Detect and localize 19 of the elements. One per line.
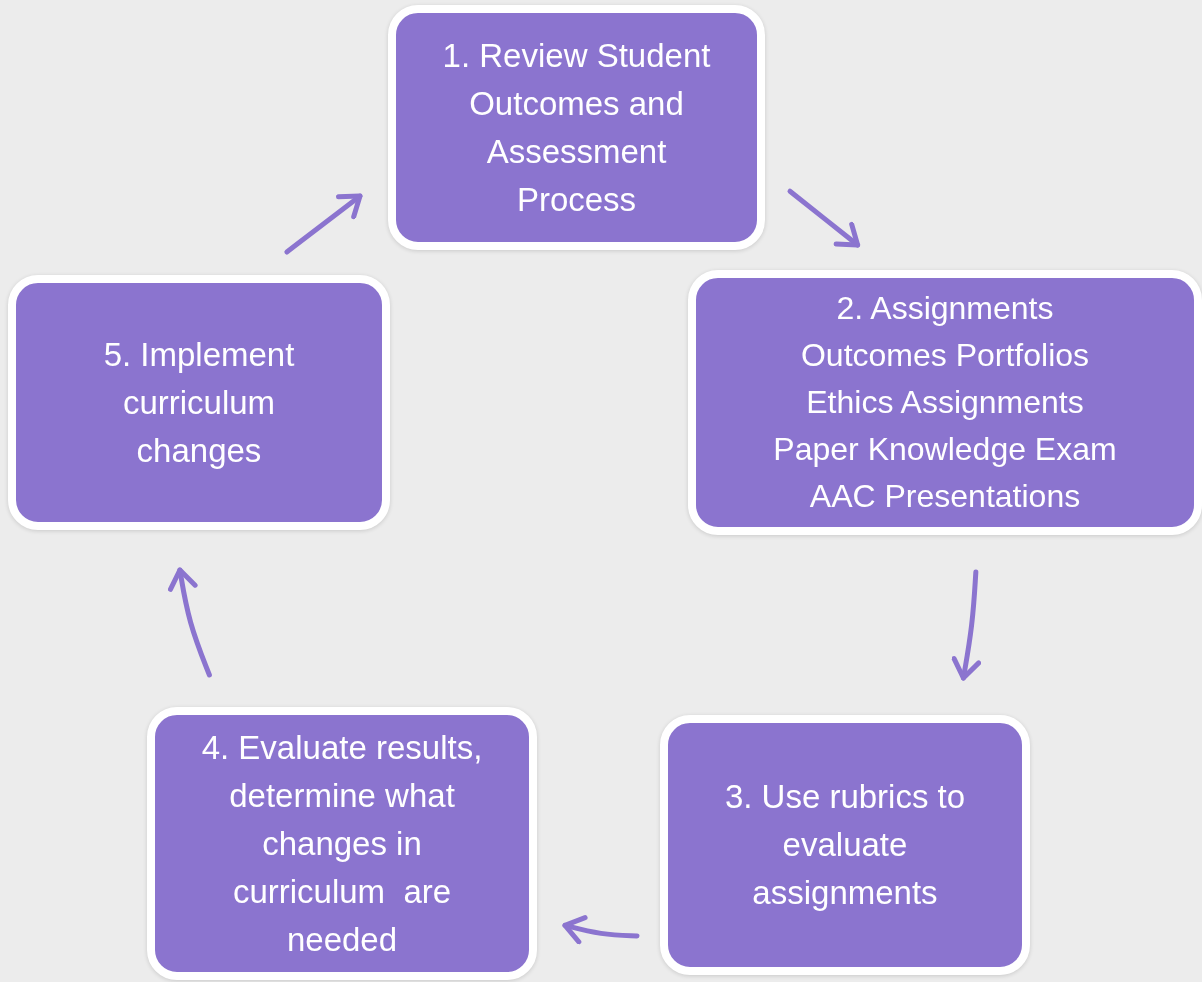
step-text: 2. Assignments	[836, 289, 1054, 328]
arrow	[167, 567, 212, 678]
step-text: Paper Knowledge Exam	[773, 430, 1117, 469]
step-text: Ethics Assignments	[806, 383, 1084, 422]
process-box	[147, 707, 537, 980]
arrow	[284, 193, 363, 255]
step-text: 4. Evaluate results, determine what changes in curriculum are needed	[200, 727, 484, 960]
process-box	[8, 275, 390, 530]
step-text: 5. Implement curriculum changes	[102, 334, 296, 471]
step-text: Outcomes Portfolios	[800, 336, 1090, 375]
step-text: 3. Use rubrics to evaluate assignments	[723, 777, 967, 913]
process-box	[660, 715, 1030, 975]
step-text: AAC Presentations	[809, 477, 1081, 516]
process-box	[388, 5, 765, 250]
arrow	[562, 915, 640, 945]
arrow	[951, 569, 982, 681]
process-box	[688, 270, 1202, 535]
step-text: 1. Review Student Outcomes and Assessment Process	[441, 35, 712, 220]
arrow	[787, 188, 861, 248]
